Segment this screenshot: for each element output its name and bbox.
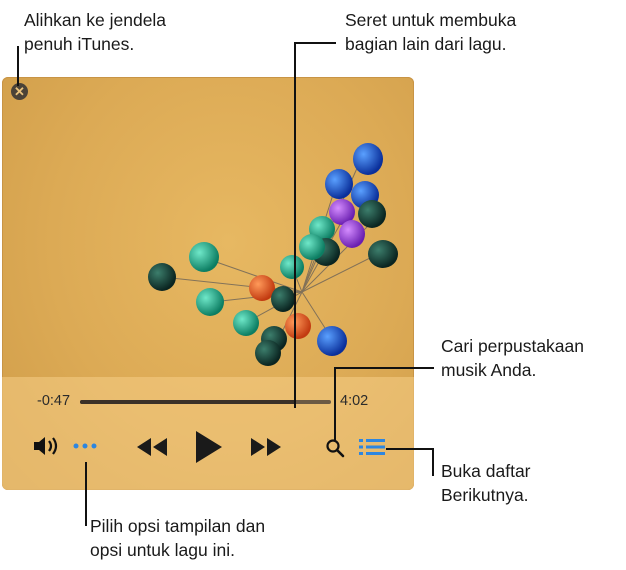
close-icon[interactable]: ✕ [11,83,28,100]
callout-fullscreen-line1: Alihkan ke jendela [24,10,167,30]
callout-drag-line1: Seret untuk membuka [345,10,517,30]
progress-fill [80,400,296,404]
leader-search-h [334,367,434,369]
rewind-icon[interactable] [135,436,169,458]
leader-drag-v [294,42,296,408]
total-duration: 4:02 [340,393,369,409]
callout-search: Cari perpustakaan musik Anda. [441,334,584,382]
callout-options-line1: Pilih opsi tampilan dan [90,516,266,536]
play-icon[interactable] [194,429,224,465]
callout-drag-line2: bagian lain dari lagu. [345,34,507,54]
leader-upnext-v [432,448,434,476]
search-icon[interactable] [325,438,345,458]
up-next-list-icon[interactable] [358,438,386,456]
callout-search-line1: Cari perpustakaan [441,336,584,356]
callout-options-line2: opsi untuk lagu ini. [90,540,235,560]
balloon-cluster [148,143,398,366]
mini-player-window: ✕ -0:47 4:02 [2,77,414,490]
callout-drag: Seret untuk membuka bagian lain dari lag… [345,8,516,56]
callout-upnext-line2: Berikutnya. [441,485,529,505]
callout-upnext-line1: Buka daftar [441,461,531,481]
playback-controls: -0:47 4:02 [2,377,414,490]
leader-search-v [334,367,336,440]
elapsed-time: -0:47 [37,393,71,409]
leader-upnext-h [386,448,433,450]
progress-scrubber[interactable] [80,400,331,404]
callout-options: Pilih opsi tampilan dan opsi untuk lagu … [90,514,265,562]
callout-search-line2: musik Anda. [441,360,537,380]
callout-fullscreen: Alihkan ke jendela penuh iTunes. [24,8,166,56]
volume-icon[interactable] [32,435,60,457]
album-artwork [148,143,398,366]
callout-fullscreen-line2: penuh iTunes. [24,34,135,54]
fast-forward-icon[interactable] [249,436,283,458]
leader-options-v [85,462,87,526]
leader-fullscreen [17,46,19,86]
callout-upnext: Buka daftar Berikutnya. [441,459,531,507]
leader-drag-h [294,42,336,44]
more-options-icon[interactable] [72,442,100,450]
